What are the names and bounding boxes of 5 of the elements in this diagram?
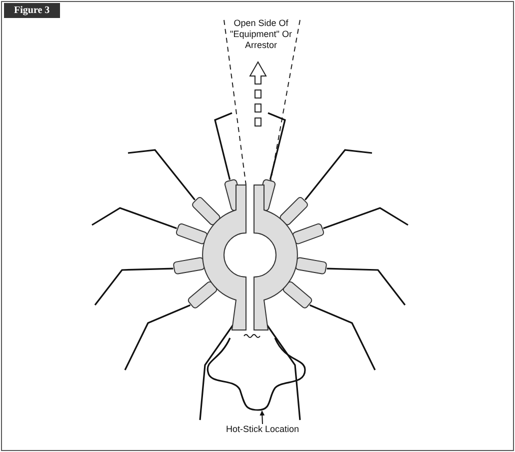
note-text: Open Side Of "Equipment" Or Arrestor (229, 18, 293, 51)
location-label: Hot-Stick Location (215, 424, 310, 435)
figure-title: Figure 3 (4, 3, 60, 18)
hot-stick-loop (206, 338, 306, 411)
leader-line (260, 410, 265, 424)
